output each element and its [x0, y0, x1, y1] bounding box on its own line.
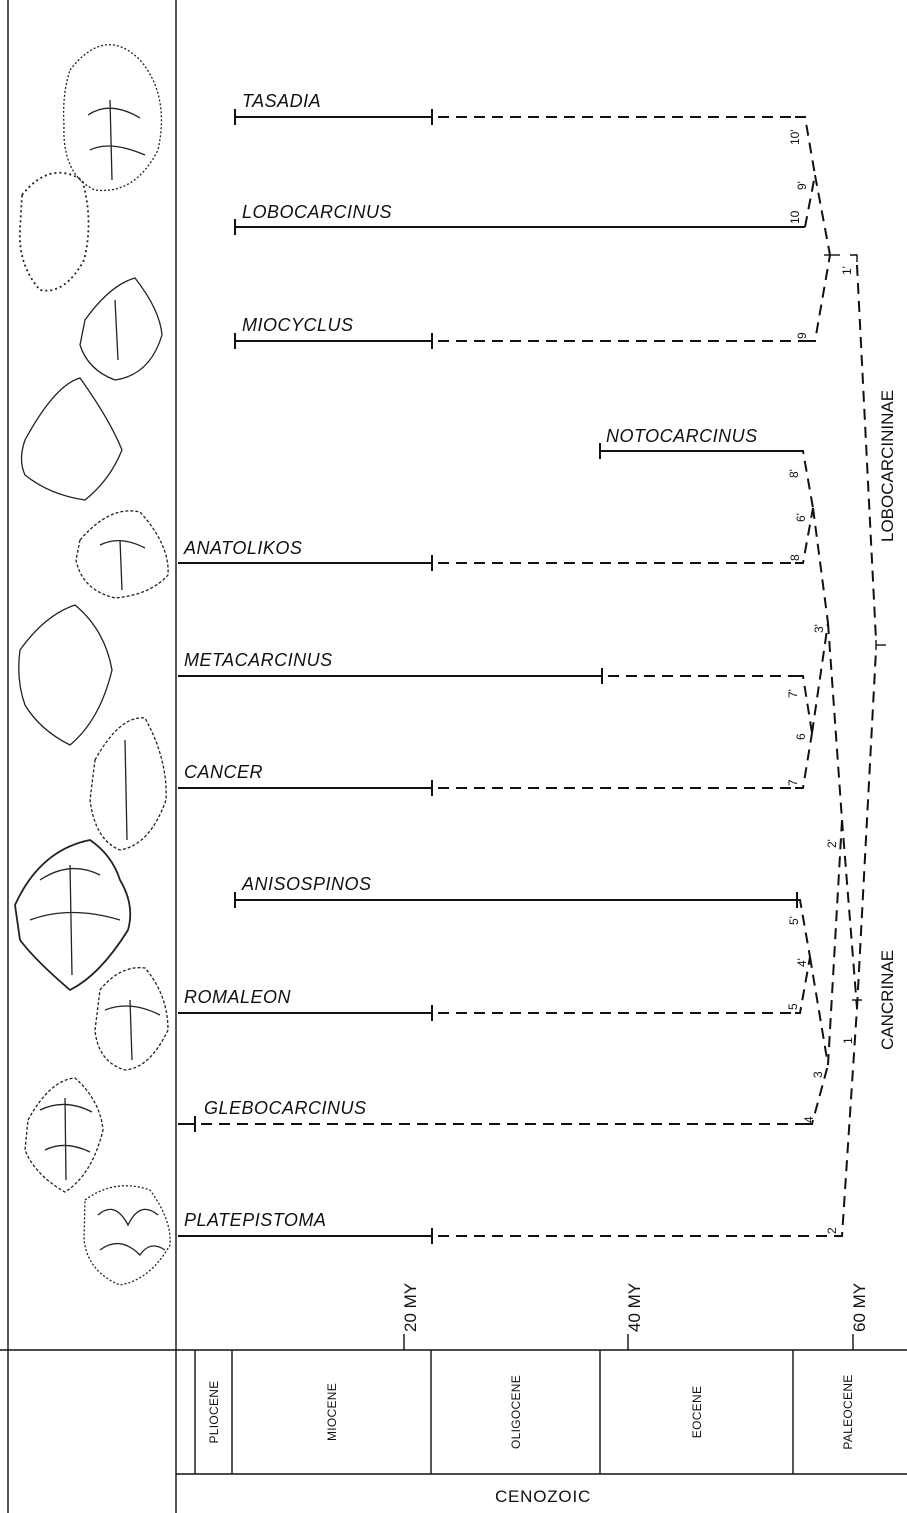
epoch-label: PALEOCENE [841, 1374, 855, 1449]
time-tick-label: 20 MY [401, 1283, 420, 1332]
carapace-icon [25, 1078, 103, 1192]
genus-label: METACARCINUS [184, 650, 333, 670]
node-label: 1' [840, 266, 854, 275]
node-label: 6' [794, 513, 808, 522]
node-label: 10' [788, 129, 802, 145]
anisospinos-range [235, 892, 797, 908]
node-label: 9 [795, 332, 809, 339]
carapace-icon [19, 605, 112, 745]
epoch-label: OLIGOCENE [509, 1375, 523, 1449]
genus-label: ROMALEON [184, 987, 292, 1007]
cladogram-branches [795, 117, 886, 1236]
node-label: 8 [788, 554, 802, 561]
node-label: 8' [787, 469, 801, 478]
node-label: 5 [786, 1003, 800, 1010]
era-label: CENOZOIC [495, 1487, 591, 1506]
epoch-label: EOCENE [690, 1386, 704, 1438]
carapace-icon [64, 45, 162, 191]
node-label: 10 [788, 210, 802, 224]
node-label: 2 [825, 1227, 839, 1234]
carapace-icon [80, 278, 162, 380]
tasadia-range [235, 109, 795, 125]
genus-label: GLEBOCARCINUS [204, 1098, 367, 1118]
genus-label: ANATOLIKOS [183, 538, 302, 558]
genus-label: MIOCYCLUS [242, 315, 354, 335]
genus-label: PLATEPISTOMA [184, 1210, 326, 1230]
node-label: 6 [794, 733, 808, 740]
genus-label: LOBOCARCINUS [242, 202, 392, 222]
genus-label: NOTOCARCINUS [606, 426, 758, 446]
node-label: 3' [812, 624, 826, 633]
carapace-icon [20, 173, 89, 291]
metacarcinus-range [178, 668, 795, 684]
carapace-icon [76, 511, 168, 598]
glebocarcinus-range [178, 1116, 805, 1132]
carapace-illustrations [15, 45, 170, 1285]
subfamily-label: CANCRINAE [878, 950, 897, 1050]
time-tick-label: 60 MY [850, 1283, 869, 1332]
node-label: 4 [802, 1116, 816, 1123]
carapace-icon [15, 840, 130, 990]
node-label: 2' [825, 839, 839, 848]
carapace-icon [90, 718, 166, 850]
cancer-range [178, 780, 795, 796]
node-label: 1 [841, 1037, 855, 1044]
genus-label: ANISOSPINOS [241, 874, 372, 894]
miocyclus-range [235, 333, 805, 349]
node-label: 3 [811, 1071, 825, 1078]
node-label: 7 [786, 779, 800, 786]
carapace-icon [95, 968, 168, 1070]
carapace-icon [22, 378, 123, 500]
node-label: 9' [795, 181, 809, 190]
carapace-icon [84, 1186, 170, 1285]
node-label: 4' [795, 958, 809, 967]
epoch-label: MIOCENE [325, 1383, 339, 1441]
genus-label: CANCER [184, 762, 263, 782]
romaleon-range [178, 1005, 795, 1021]
node-label: 7' [786, 689, 800, 698]
time-tick-label: 40 MY [625, 1283, 644, 1332]
node-label: 5' [787, 916, 801, 925]
epoch-label: PLIOCENE [207, 1380, 221, 1443]
platepistoma-range [178, 1228, 835, 1244]
subfamily-label: LOBOCARCININAE [878, 390, 897, 542]
time-scale [404, 1334, 853, 1350]
genus-label: TASADIA [242, 91, 321, 111]
